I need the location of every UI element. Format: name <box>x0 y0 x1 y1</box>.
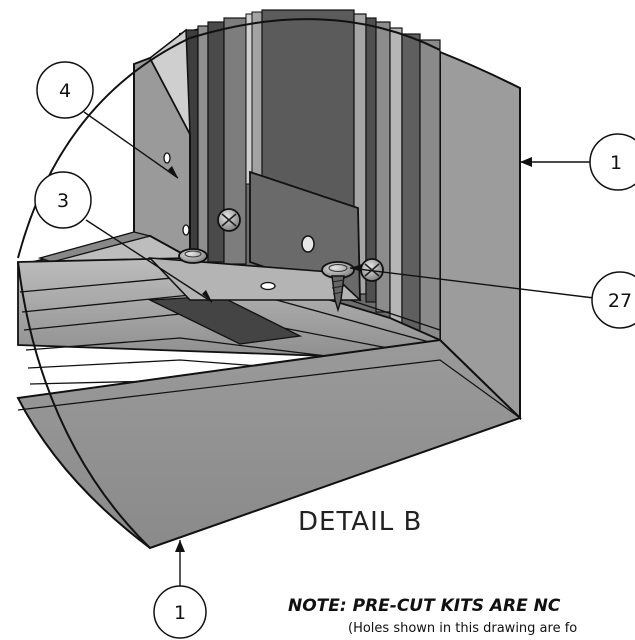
detail-boundary <box>17 18 441 549</box>
left-wall-panel <box>133 28 191 260</box>
screw-27 <box>321 261 355 313</box>
front-base-panel <box>16 338 522 550</box>
callout-3: 3 <box>34 171 92 229</box>
right-wall-panel <box>439 50 521 421</box>
screw-left-wall <box>217 208 241 232</box>
callout-1-bottom-label: 1 <box>174 602 186 624</box>
note-main-text: NOTE: PRE-CUT KITS ARE NC <box>288 596 561 616</box>
leader-arrowheads <box>168 157 532 552</box>
callout-27-label: 27 <box>608 290 632 312</box>
callout-27: 27 <box>591 271 635 329</box>
callout-1-right: 1 <box>589 133 635 191</box>
callout-1-bottom: 1 <box>153 585 207 639</box>
detail-title: DETAIL B <box>298 507 422 537</box>
floor-bracket-plate <box>147 257 363 301</box>
callout-1-right-label: 1 <box>610 152 622 174</box>
note-sub-text: (Holes shown in this drawing are fo <box>348 621 577 636</box>
callout-4: 4 <box>36 61 94 119</box>
screw-floor-bracket <box>178 248 208 264</box>
callout-4-label: 4 <box>59 80 71 102</box>
callout-3-label: 3 <box>57 190 69 212</box>
